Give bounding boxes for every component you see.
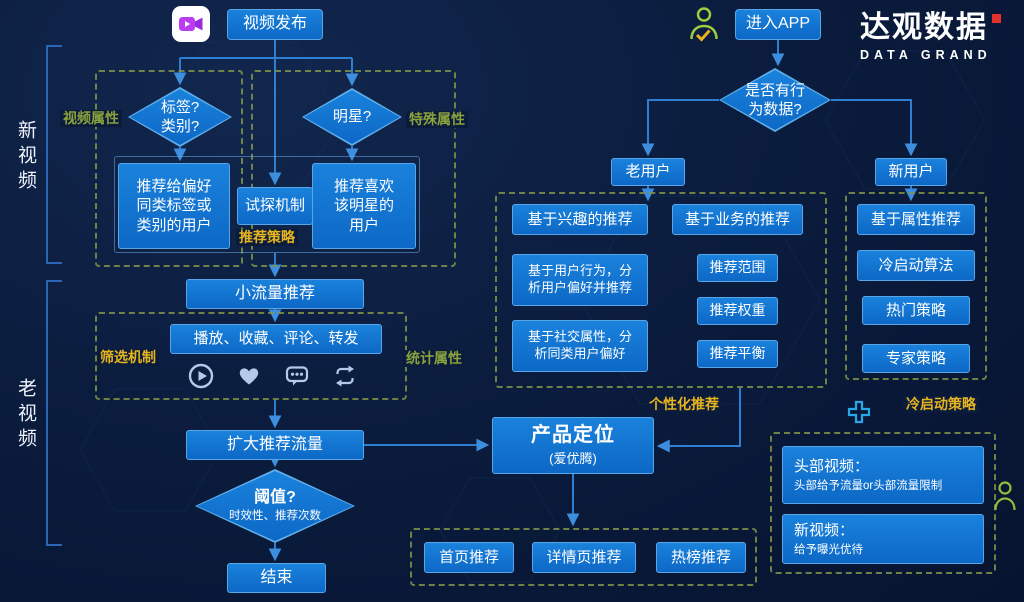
- small-traffic-rec-node: 小流量推荐: [186, 279, 364, 309]
- rec-pref-users-text: 推荐给偏好 同类标签或 类别的用户: [136, 178, 212, 234]
- new-user-node: 新用户: [875, 158, 947, 186]
- expert-strategy-text: 专家策略: [885, 349, 946, 367]
- detail-rec-node: 详情页推荐: [532, 542, 636, 573]
- rec-scope-node: 推荐范围: [697, 254, 778, 282]
- attr-rec-node: 基于属性推荐: [857, 204, 975, 235]
- datagrand-logo: 达观数据 DATA GRAND: [860, 11, 1018, 62]
- placement-region: [410, 528, 757, 586]
- decision-star: 明星?: [302, 88, 402, 146]
- new-video-policy-node: 新视频： 给予曝光优待: [782, 514, 984, 564]
- new-video-policy-desc: 给予曝光优待: [794, 543, 863, 556]
- rec-balance-text: 推荐平衡: [709, 345, 766, 362]
- cold-start-algo-node: 冷启动算法: [857, 250, 975, 281]
- behavior-based-text: 基于用户行为，分 析用户偏好并推荐: [527, 263, 632, 295]
- decision-behavior-text: 是否有行 为数据?: [744, 81, 805, 119]
- new-user-text: 新用户: [888, 163, 934, 181]
- head-video-title: 头部视频：: [794, 457, 870, 475]
- decision-tag-category: 标签? 类别?: [128, 87, 232, 147]
- comment-icon: [284, 363, 310, 394]
- personalized-rec-label: 个性化推荐: [646, 396, 722, 413]
- special-attribute-region: [251, 70, 456, 267]
- detail-rec-text: 详情页推荐: [546, 548, 622, 566]
- enter-app-button: 进入APP: [735, 9, 821, 40]
- stats-attribute-label: 统计属性: [403, 350, 465, 367]
- end-text: 结束: [260, 568, 293, 586]
- social-based-node: 基于社交属性，分 析同类用户偏好: [512, 320, 648, 372]
- business-rec-node: 基于业务的推荐: [672, 204, 803, 235]
- logo-subtitle: DATA GRAND: [860, 48, 992, 62]
- cold-start-region: [845, 192, 987, 380]
- logo-red-mark: [992, 14, 1001, 23]
- repeat-icon: [332, 363, 358, 394]
- rec-star-fans-node: 推荐喜欢 该明星的 用户: [312, 163, 416, 249]
- hot-strategy-text: 热门策略: [885, 301, 946, 319]
- cold-start-strategy-label: 冷启动策略: [903, 396, 979, 413]
- rec-weight-text: 推荐权重: [709, 302, 766, 319]
- threshold-sub: 时效性、推荐次数: [229, 509, 321, 522]
- social-based-text: 基于社交属性，分 析同类用户偏好: [527, 329, 632, 361]
- head-video-desc: 头部给予流量or头部流量限制: [794, 479, 943, 492]
- rec-pref-users-node: 推荐给偏好 同类标签或 类别的用户: [118, 163, 230, 249]
- personalized-region: [495, 192, 827, 388]
- special-attribute-label: 特殊属性: [406, 111, 468, 128]
- probe-mechanism-text: 试探机制: [244, 197, 305, 215]
- interest-rec-text: 基于兴趣的推荐: [527, 210, 633, 228]
- home-rec-text: 首页推荐: [438, 548, 499, 566]
- behavior-based-node: 基于用户行为，分 析用户偏好并推荐: [512, 254, 648, 306]
- business-rec-text: 基于业务的推荐: [684, 210, 790, 228]
- end-node: 结束: [227, 563, 326, 593]
- decision-threshold: 阈值? 时效性、推荐次数: [195, 469, 355, 543]
- product-position-node: 产品定位 (爱优腾): [492, 417, 654, 474]
- video-camera-icon: [172, 6, 210, 42]
- filter-mechanism-label: 筛选机制: [97, 349, 159, 366]
- rec-weight-node: 推荐权重: [697, 297, 778, 325]
- decision-tag-category-text: 标签? 类别?: [160, 98, 200, 136]
- hot-list-rec-node: 热榜推荐: [656, 542, 746, 573]
- play-circle-icon: [188, 363, 214, 394]
- attr-rec-text: 基于属性推荐: [870, 210, 961, 228]
- user-check-icon: [688, 5, 720, 48]
- video-publish-label: 视频发布: [242, 15, 307, 33]
- logo-title: 达观数据: [860, 11, 988, 44]
- decision-behavior-data: 是否有行 为数据?: [719, 68, 831, 132]
- traffic-policy-region: [770, 432, 996, 574]
- person-icon: [993, 480, 1017, 519]
- metrics-node: 播放、收藏、评论、转发: [170, 324, 382, 354]
- expert-strategy-node: 专家策略: [862, 344, 970, 373]
- expand-traffic-text: 扩大推荐流量: [226, 435, 323, 453]
- product-title: 产品定位: [531, 424, 615, 447]
- old-user-text: 老用户: [625, 163, 671, 181]
- enter-app-label: 进入APP: [745, 15, 811, 33]
- small-traffic-rec-text: 小流量推荐: [234, 284, 315, 302]
- hot-list-rec-text: 热榜推荐: [670, 548, 731, 566]
- video-attribute-label: 视频属性: [60, 110, 122, 127]
- home-rec-node: 首页推荐: [424, 542, 514, 573]
- rec-scope-text: 推荐范围: [709, 259, 766, 276]
- hot-strategy-node: 热门策略: [862, 296, 970, 325]
- threshold-title: 阈值?: [254, 489, 296, 507]
- metrics-icons: [188, 363, 358, 394]
- video-attribute-region: [95, 70, 243, 267]
- metrics-text: 播放、收藏、评论、转发: [193, 330, 359, 348]
- probe-mechanism-node: 试探机制: [237, 187, 313, 225]
- plus-icon: [846, 399, 872, 430]
- expand-traffic-node: 扩大推荐流量: [186, 430, 364, 460]
- rec-star-fans-text: 推荐喜欢 该明星的 用户: [333, 178, 394, 234]
- recommend-strategy-group: [114, 156, 420, 253]
- new-video-section-label: 新视频: [15, 120, 36, 195]
- head-video-node: 头部视频： 头部给予流量or头部流量限制: [782, 446, 984, 504]
- video-publish-button: 视频发布: [227, 9, 323, 40]
- rec-balance-node: 推荐平衡: [697, 340, 778, 368]
- interest-rec-node: 基于兴趣的推荐: [512, 204, 648, 235]
- old-video-section-label: 老视频: [15, 378, 36, 453]
- rec-strategy-label: 推荐策略: [236, 229, 298, 246]
- heart-icon: [236, 363, 262, 394]
- new-video-policy-title: 新视频：: [794, 521, 855, 539]
- product-subtitle: (爱优腾): [549, 450, 597, 466]
- old-user-node: 老用户: [611, 158, 685, 186]
- decision-star-text: 明星?: [332, 108, 372, 126]
- cold-start-algo-text: 冷启动算法: [878, 256, 954, 274]
